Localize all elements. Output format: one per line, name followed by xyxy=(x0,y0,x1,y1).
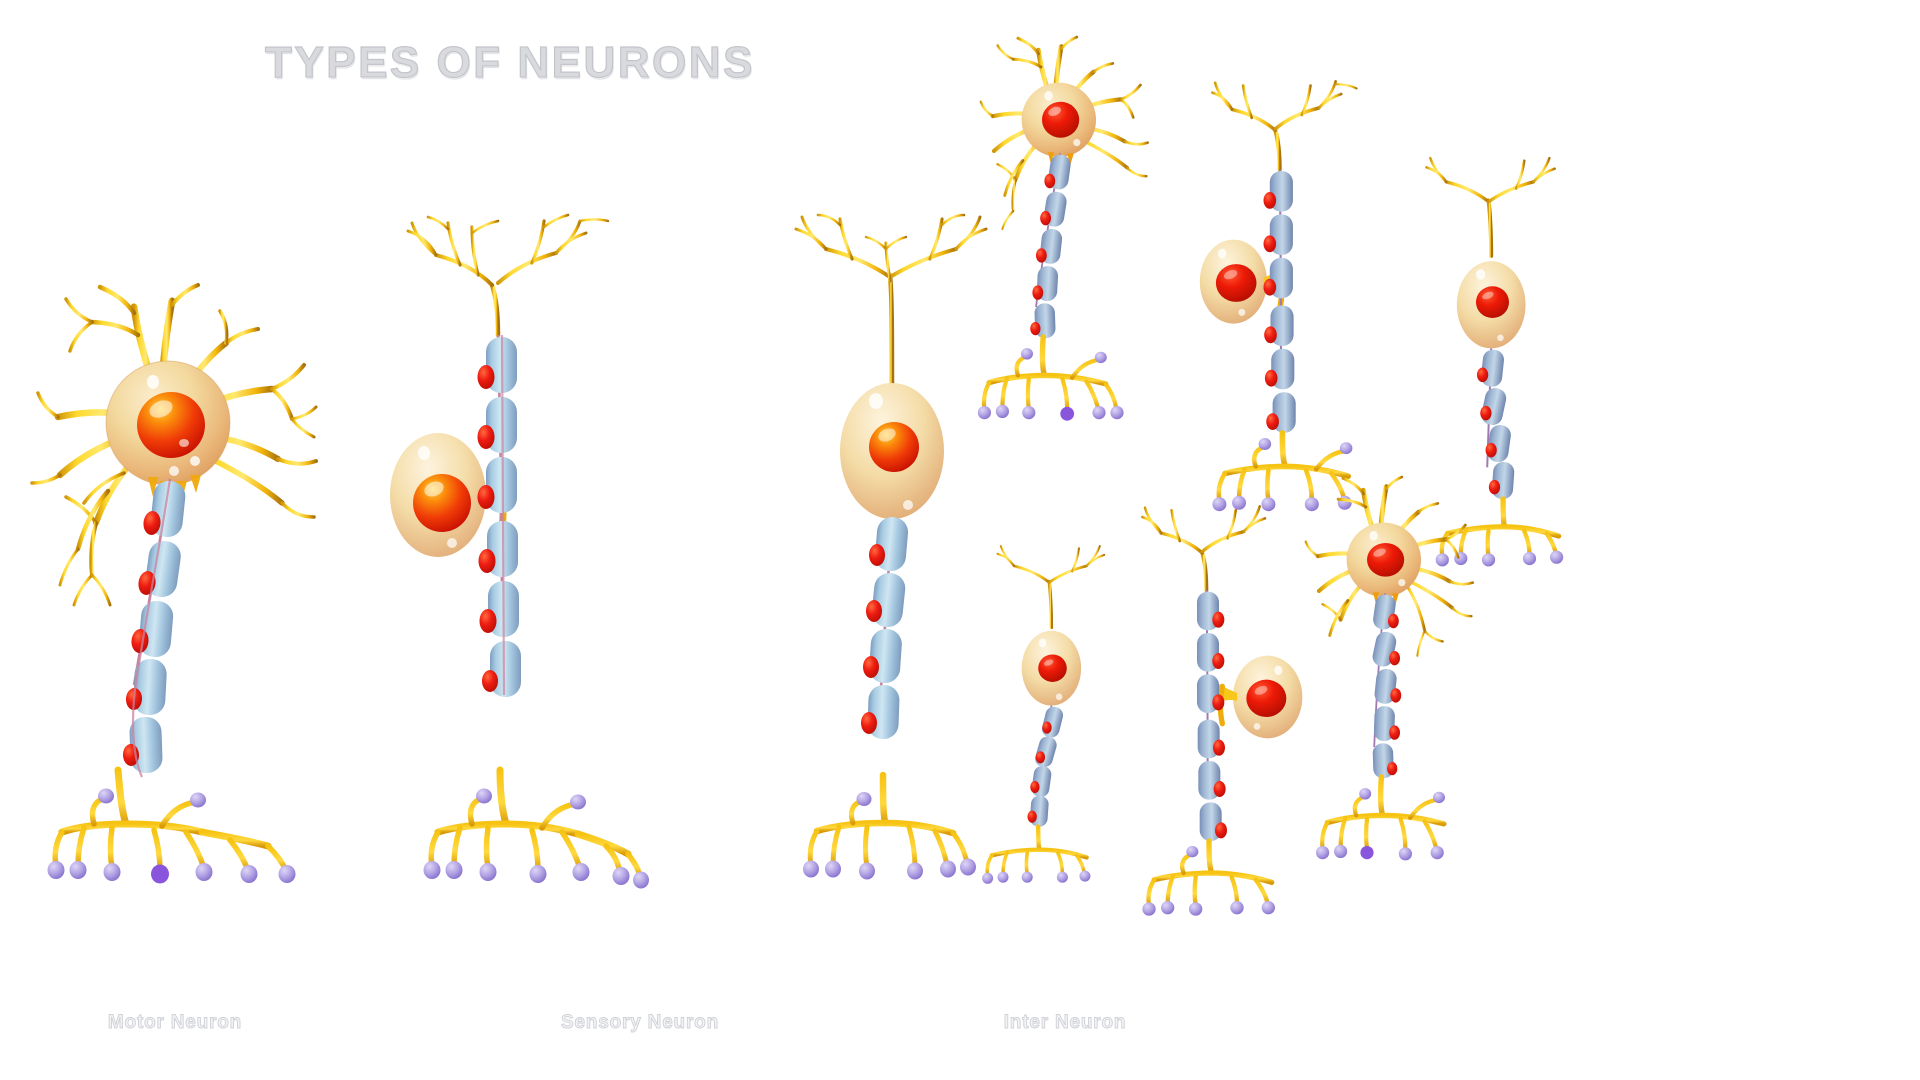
motor-neuron-small-diagram xyxy=(977,35,1149,421)
neuron-inter-neuron-large[interactable] xyxy=(760,213,1040,795)
page-title: TYPES OF NEURONS xyxy=(264,37,755,87)
terminal-bulbs xyxy=(803,792,976,880)
terminal-tree-sensory xyxy=(423,766,649,889)
axon-terminals-inter-large[interactable] xyxy=(775,771,995,895)
axon-myelin-group xyxy=(122,478,186,778)
neuron-sensory-neuron-small-bottom[interactable] xyxy=(1122,505,1312,916)
neuron-motor-neuron-small-bottom[interactable] xyxy=(1285,465,1515,885)
dendrite-group-sensory xyxy=(406,213,610,338)
axon-myelin-group-sensory xyxy=(477,334,521,697)
soma-inter xyxy=(840,383,944,519)
neuron-inter-neuron-small-bottom[interactable] xyxy=(975,545,1130,884)
axon-terminals-motor-large[interactable] xyxy=(47,766,330,910)
sensory-neuron-small-bottom-diagram xyxy=(1141,505,1303,916)
nucleus-motor xyxy=(137,392,205,458)
soma-inter-small-bottom xyxy=(1021,630,1082,706)
label-inter-neuron: Inter Neuron xyxy=(1003,1012,1127,1034)
dendrite-group-inter xyxy=(794,213,988,388)
inter-neuron-small-bottom-diagram xyxy=(982,545,1106,884)
terminal-tree-inter-small-bottom xyxy=(982,824,1091,884)
neuron-sensory-neuron-small-top[interactable] xyxy=(1195,80,1395,512)
label-sensory-neuron: Sensory Neuron xyxy=(561,1012,719,1034)
neuron-motor-neuron-large[interactable] xyxy=(30,265,360,805)
terminal-tree-inter-small xyxy=(1435,496,1564,567)
axon-myelin-inter-small-bottom xyxy=(1027,705,1064,827)
axon-myelin-small-inter xyxy=(1476,348,1515,500)
terminal-bulbs xyxy=(47,788,296,884)
sensory-neuron-small-diagram xyxy=(1199,80,1358,512)
axon-myelin-sensory-small-bottom xyxy=(1197,590,1227,841)
terminal-bulbs xyxy=(423,788,649,889)
soma-motor xyxy=(105,360,231,503)
axon-myelin-small-sensory xyxy=(1263,169,1296,433)
axon-myelin-group-inter xyxy=(861,516,909,740)
terminal-tree-sensory-small xyxy=(1212,429,1353,512)
axon-terminals-sensory-large[interactable] xyxy=(400,766,660,910)
axon-myelin-small-motor xyxy=(1030,153,1071,339)
neuron-sensory-neuron-large[interactable] xyxy=(390,213,670,795)
terminal-tree-motor-small xyxy=(977,334,1124,421)
soma-sensory-small-bottom xyxy=(1217,655,1303,739)
neuron-inter-neuron-small-top[interactable] xyxy=(1400,155,1585,567)
motor-neuron-diagram xyxy=(30,283,318,778)
label-motor-neuron: Motor Neuron xyxy=(107,1012,243,1034)
nucleus-sensory xyxy=(413,474,471,532)
terminal-tree-inter xyxy=(803,771,976,880)
sensory-neuron-diagram xyxy=(390,213,610,697)
terminal-tree-sensory-small-bottom xyxy=(1142,838,1275,916)
nucleus-inter xyxy=(869,422,919,472)
motor-neuron-small-bottom-diagram xyxy=(1304,475,1474,861)
neuron-motor-neuron-small-top[interactable] xyxy=(955,25,1195,445)
inter-neuron-diagram xyxy=(794,213,988,740)
terminal-tree-motor-small-bottom xyxy=(1316,774,1447,861)
inter-neuron-small-diagram xyxy=(1425,156,1564,567)
axon-myelin-motor-small-bottom xyxy=(1372,593,1402,779)
soma-inter-small xyxy=(1456,261,1526,349)
terminal-tree-motor xyxy=(47,766,296,884)
